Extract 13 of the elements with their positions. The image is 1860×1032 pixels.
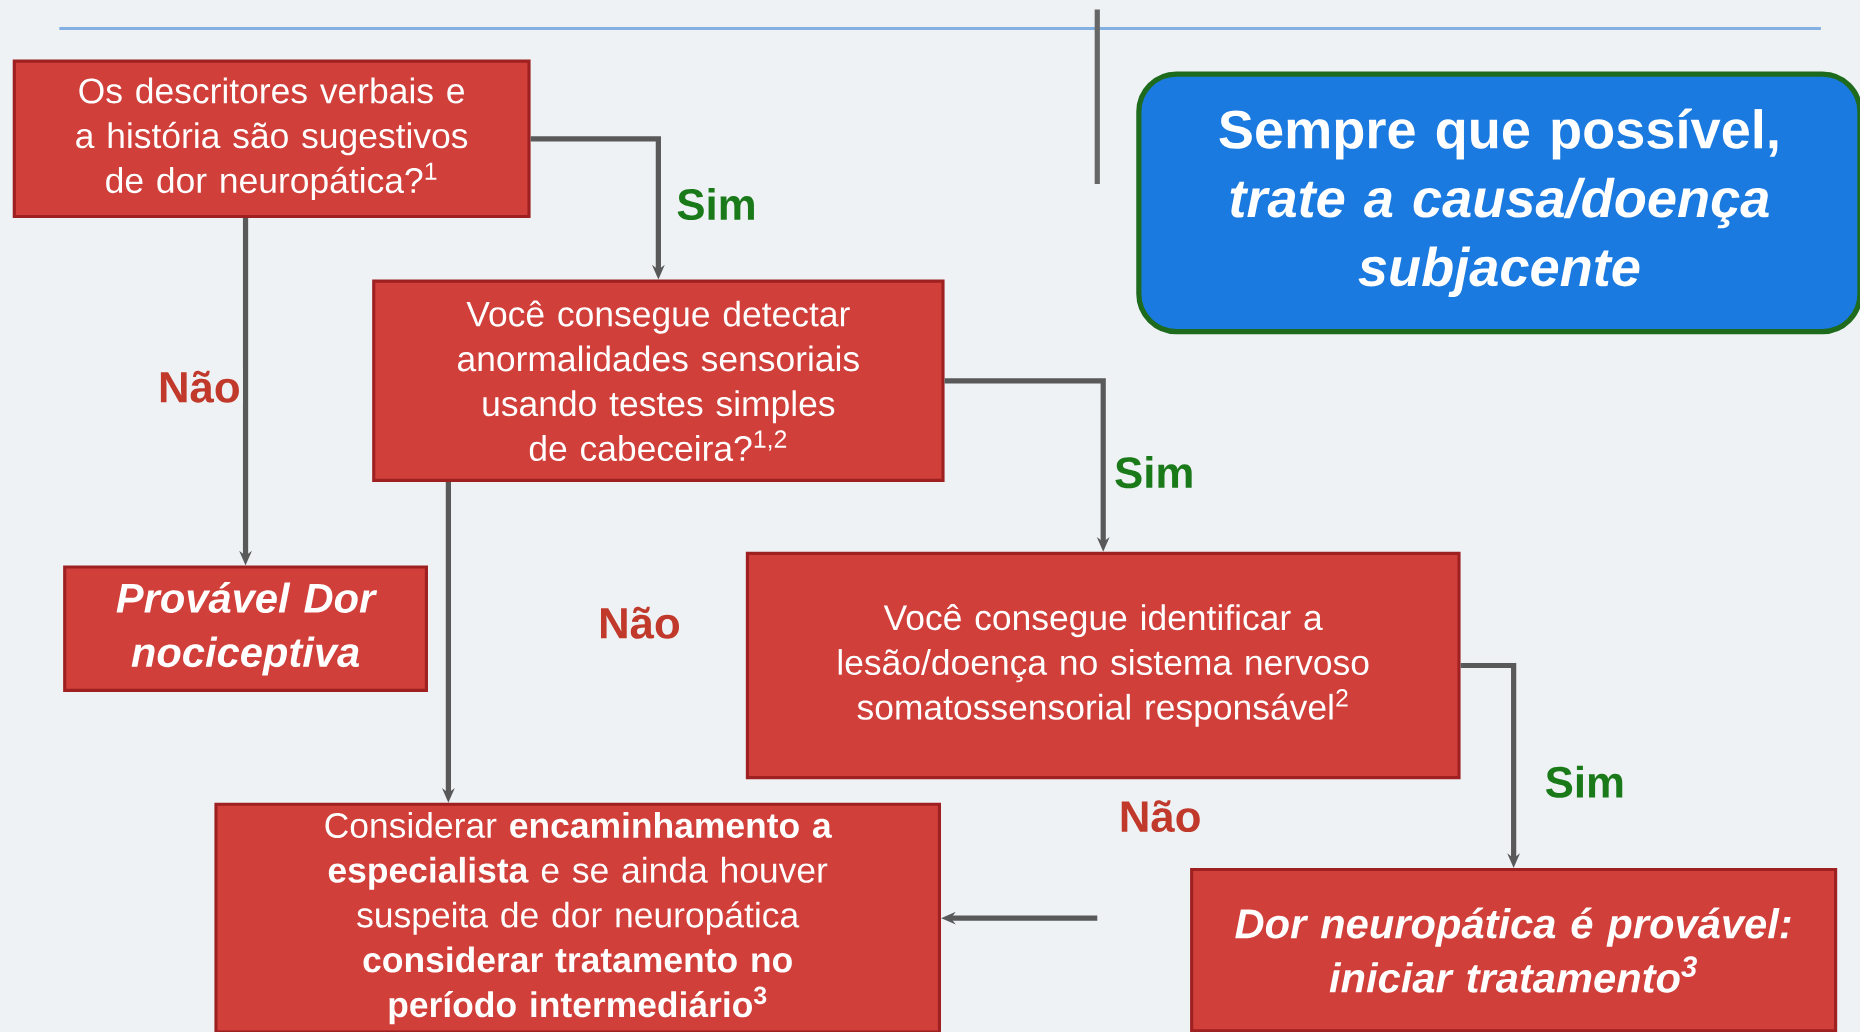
edge-label: Sim xyxy=(674,185,759,223)
question-box: Considerar encaminhamento a especialista e se ainda houver suspeita de dor neuropática considerar tratamento no período intermediário$^{3}$ xyxy=(214,802,941,1032)
question-box: Você consegue detectar anormalidades sensoriais usando testes simples de cabeceira?$^{1,2}$ xyxy=(372,279,945,482)
result-box: Provável Dor nociceptiva xyxy=(63,565,428,692)
question-box: Você consegue identificar a lesão/doença no sistema nervoso somatossensorial responsável$^{2}$ xyxy=(745,551,1461,780)
edge-label: Sim xyxy=(1542,763,1628,800)
edge-label: Sim xyxy=(1112,454,1197,491)
result-box: Dor neuropática é provável: iniciar tratamento$^{3}$ xyxy=(1190,867,1838,1032)
note-box: Sempre que possível, trate a causa/doença subjacente xyxy=(1136,71,1860,335)
question-box: Os descritores verbais e a história são sugestivos de dor neuropática?$^{1}$ xyxy=(12,59,531,219)
edge-label: Não xyxy=(155,368,243,405)
edge-label: Não xyxy=(1116,798,1204,835)
edge-label: Não xyxy=(595,604,683,641)
